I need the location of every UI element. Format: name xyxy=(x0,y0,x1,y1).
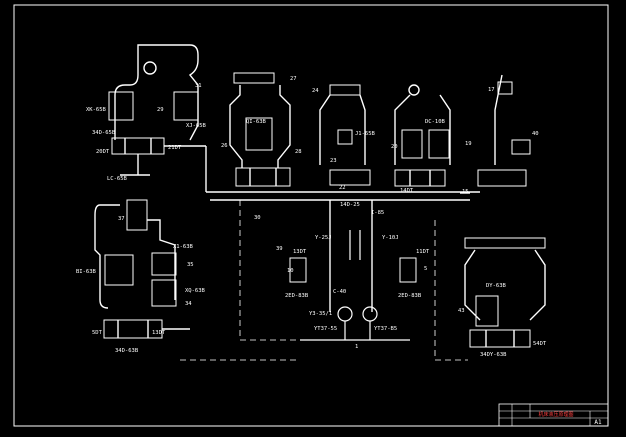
label-qi-63b-right: DY-63B xyxy=(486,283,507,289)
label-15: 15 xyxy=(462,189,469,195)
label-30: 30 xyxy=(254,215,261,221)
label-xq-63b: XQ-63B xyxy=(185,288,206,294)
label-x1-63b: X1-63B xyxy=(173,244,194,250)
label-xk-65b: XK-65B xyxy=(86,107,107,113)
title-block-sheet: A1 xyxy=(594,419,602,426)
label-34d-65b: 34D-65B xyxy=(92,130,116,136)
label-xj-65b: XJ-65B xyxy=(186,123,207,129)
label-1: 1 xyxy=(355,344,358,350)
label-22: 22 xyxy=(339,185,346,191)
title-block: 机床液压原理图 A1 xyxy=(498,403,609,427)
circuit-right-bottom xyxy=(464,237,546,348)
label-23: 23 xyxy=(330,158,337,164)
label-y-10j: Y-10J xyxy=(382,235,399,241)
circuit-left-bottom xyxy=(94,199,190,339)
label-19: 19 xyxy=(465,141,472,147)
label-13dt-left: 13DT xyxy=(152,330,166,336)
label-27: 27 xyxy=(290,76,297,82)
label-24: 24 xyxy=(312,88,319,94)
drawing-border xyxy=(13,4,609,427)
label-2ed-83b-left: 2ED-83B xyxy=(285,293,309,299)
label-j1-65b: J1-65B xyxy=(355,131,376,137)
label-28: 28 xyxy=(295,149,302,155)
label-14dt: 14DT xyxy=(400,188,414,194)
label-43: 43 xyxy=(458,308,465,314)
label-dc-10b: DC-10B xyxy=(425,119,446,125)
label-13dt-center: 13DT xyxy=(293,249,307,255)
label-35: 35 xyxy=(187,262,194,268)
label-31: 31 xyxy=(195,83,202,89)
circuit-middle xyxy=(206,72,531,312)
label-17: 17 xyxy=(488,87,495,93)
label-i-85: I-85 xyxy=(371,210,384,216)
circuit-center xyxy=(289,230,417,341)
circuit-left-top xyxy=(108,44,207,192)
label-2ed-83b-right: 2ED-83B xyxy=(398,293,422,299)
label-bi-63b: BI-63B xyxy=(76,269,97,275)
label-14d-25: 14D-25 xyxy=(340,202,360,208)
label-10: 10 xyxy=(287,268,294,274)
label-29: 29 xyxy=(157,107,164,113)
title-block-title: 机床液压原理图 xyxy=(538,411,573,418)
label-39: 39 xyxy=(276,246,283,252)
label-y3-35: Y3-35/1 xyxy=(309,311,332,317)
label-qi-63b: QI-63B xyxy=(246,119,267,125)
label-c-40: C-40 xyxy=(333,289,346,295)
label-34dy-63b: 34DY-63B xyxy=(480,352,507,358)
label-y-25j: Y-25J xyxy=(315,235,332,241)
label-yt37-55: YT37-55 xyxy=(314,326,337,332)
label-37: 37 xyxy=(118,216,125,222)
label-26: 26 xyxy=(221,143,228,149)
label-5dt: 5DT xyxy=(92,330,103,336)
label-20dt: 20DT xyxy=(96,149,110,155)
label-54dt: 54DT xyxy=(533,341,547,347)
dashed-lines xyxy=(180,200,468,361)
label-20: 20 xyxy=(391,144,398,150)
label-40: 40 xyxy=(532,131,539,137)
label-11dt: 11DT xyxy=(416,249,430,255)
label-34: 34 xyxy=(185,301,192,307)
label-lc-65b: LC-65B xyxy=(107,176,128,182)
label-34d-63b: 34D-63B xyxy=(115,348,139,354)
label-yt37-b5: YT37-B5 xyxy=(374,326,397,332)
label-21dt: 21DT xyxy=(168,145,182,151)
label-5: 5 xyxy=(424,266,427,272)
